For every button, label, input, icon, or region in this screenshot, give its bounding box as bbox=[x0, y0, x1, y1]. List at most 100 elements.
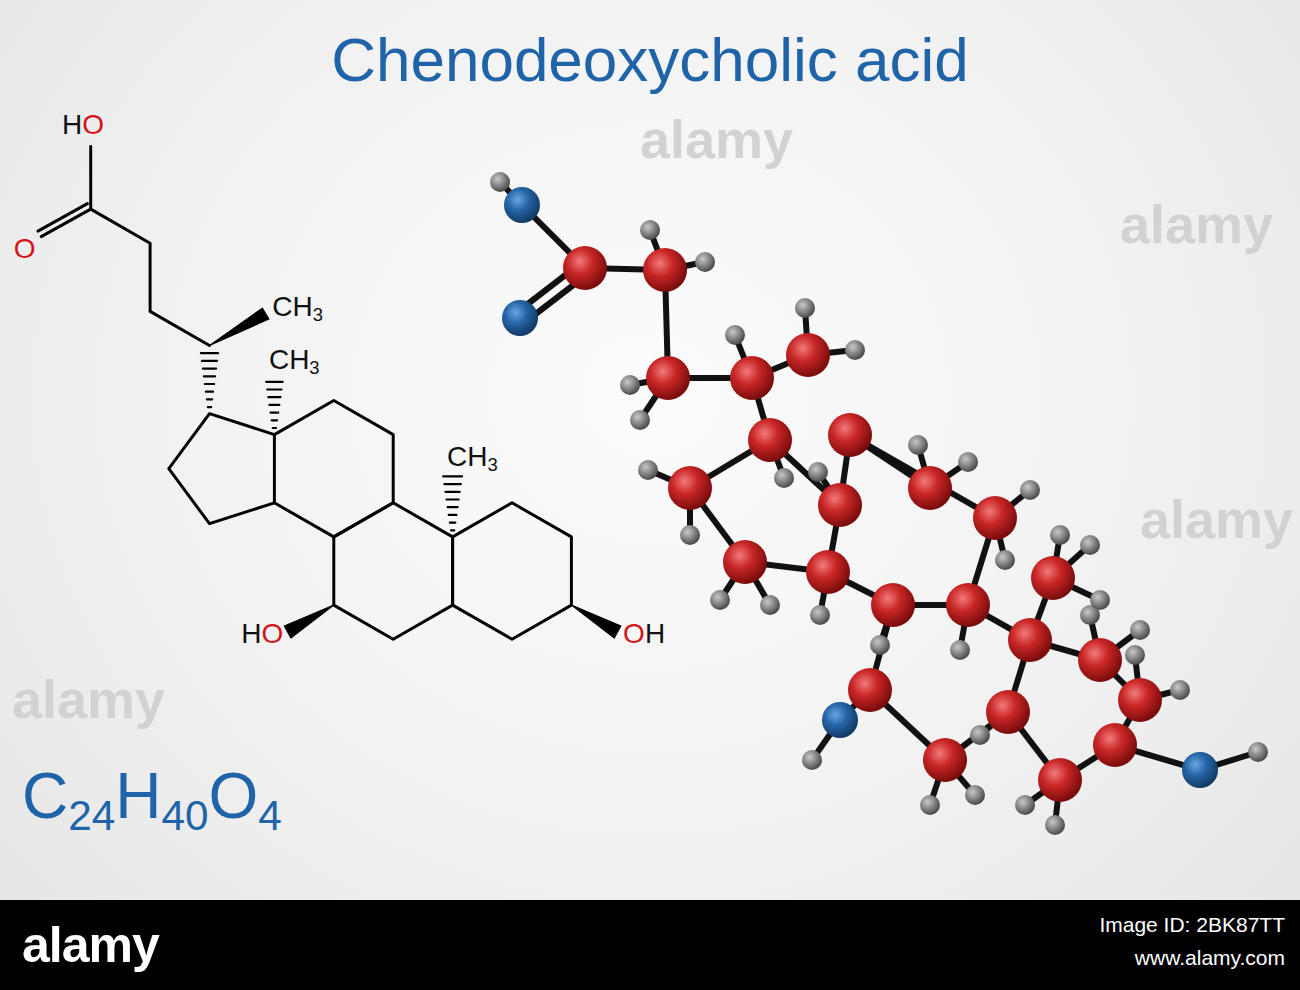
glyph: C bbox=[269, 344, 289, 375]
carbon-atom bbox=[1008, 618, 1052, 662]
bond-line bbox=[203, 368, 216, 370]
hydrogen-atom bbox=[870, 635, 890, 655]
hydrogen-atom bbox=[490, 172, 510, 192]
carbon-atom bbox=[1038, 758, 1082, 802]
bond-line bbox=[208, 406, 211, 408]
carbon-atom bbox=[871, 583, 915, 627]
glyph: H bbox=[645, 618, 665, 649]
glyph: H bbox=[115, 760, 161, 832]
hydrogen-atom bbox=[695, 252, 715, 272]
carbon-atom bbox=[828, 413, 872, 457]
bond-line bbox=[449, 514, 457, 516]
bond-line bbox=[445, 491, 459, 493]
glyph: C bbox=[447, 441, 467, 472]
hydrogen-atom bbox=[774, 468, 794, 488]
hydrogen-atom bbox=[810, 605, 830, 625]
carbon-atom bbox=[848, 668, 892, 712]
bond-line bbox=[334, 503, 453, 639]
glyph: 3 bbox=[488, 454, 498, 475]
hydrogen-atom bbox=[845, 340, 865, 360]
bond-line bbox=[204, 375, 215, 377]
bond-line bbox=[273, 427, 276, 429]
group-label: CH3 bbox=[269, 345, 320, 379]
hydrogen-atom bbox=[1170, 680, 1190, 700]
atom-label: HO bbox=[62, 110, 104, 141]
hydrogen-atom bbox=[1020, 480, 1040, 500]
carbon-atom bbox=[818, 483, 862, 527]
carbon-atom bbox=[806, 550, 850, 594]
carbon-atom bbox=[748, 418, 792, 462]
carbon-atom bbox=[563, 246, 607, 290]
carbon-atom bbox=[973, 496, 1017, 540]
glyph: 4 bbox=[161, 792, 185, 839]
hydrogen-atom bbox=[1090, 590, 1110, 610]
bond-line bbox=[201, 353, 462, 530]
carbon-atom bbox=[908, 466, 952, 510]
carbon-atom bbox=[730, 356, 774, 400]
hydrogen-atom bbox=[995, 550, 1015, 570]
glyph: H bbox=[292, 291, 312, 322]
glyph: C bbox=[22, 760, 68, 832]
hydrogen-atom bbox=[958, 452, 978, 472]
glyph: O bbox=[14, 233, 36, 264]
watermark: alamy bbox=[1140, 490, 1293, 549]
glyph: H bbox=[62, 109, 82, 140]
hydrogen-atom bbox=[725, 325, 745, 345]
bond-line bbox=[450, 522, 456, 524]
bond-line bbox=[284, 605, 334, 638]
bond-line bbox=[266, 381, 283, 383]
hydrogen-atom bbox=[908, 435, 928, 455]
group-label: CH3 bbox=[447, 442, 498, 476]
image-id: Image ID: 2BK87TT bbox=[1099, 913, 1285, 936]
group-label: CH3 bbox=[272, 292, 323, 326]
bond-line bbox=[444, 483, 461, 485]
glyph: 2 bbox=[68, 792, 92, 839]
carbon-atom bbox=[1031, 556, 1075, 600]
bond-line bbox=[451, 529, 454, 531]
glyph: O bbox=[623, 618, 645, 649]
brand-logo: alamy bbox=[22, 918, 159, 973]
glyph: 4 bbox=[258, 792, 282, 839]
hydrogen-atom bbox=[1080, 535, 1100, 555]
bond-line bbox=[274, 401, 393, 537]
glyph: 3 bbox=[313, 305, 323, 326]
title: Chenodeoxycholic acid bbox=[331, 26, 969, 94]
bond-line bbox=[38, 204, 88, 232]
bond-line bbox=[443, 475, 462, 477]
site-url: www.alamy.com bbox=[1135, 946, 1285, 969]
bond-line bbox=[206, 391, 213, 393]
bond-line bbox=[447, 498, 459, 500]
oxygen-atom bbox=[504, 187, 540, 223]
hydrogen-atom bbox=[965, 785, 985, 805]
carbon-atom bbox=[723, 540, 767, 584]
bond-line bbox=[210, 308, 621, 638]
hydrogen-atom bbox=[808, 462, 828, 482]
bond-line bbox=[207, 398, 212, 400]
carbon-atom bbox=[986, 690, 1030, 734]
glyph: H bbox=[467, 441, 487, 472]
bond-line bbox=[38, 146, 621, 639]
bond-line bbox=[91, 146, 210, 345]
hydrogen-atom bbox=[1130, 620, 1150, 640]
molecular-formula: C24H40O4 bbox=[22, 761, 282, 839]
carbon-atom bbox=[946, 583, 990, 627]
hydrogen-atom bbox=[970, 725, 990, 745]
bond-line bbox=[453, 503, 572, 639]
oxygen-atom bbox=[502, 300, 538, 336]
bond-line bbox=[271, 412, 279, 414]
watermark: alamy bbox=[12, 670, 165, 729]
bond-line bbox=[272, 419, 278, 421]
bond-line bbox=[267, 388, 281, 390]
hydrogen-atom bbox=[1248, 742, 1268, 762]
hydrogen-atom bbox=[1125, 645, 1145, 665]
bond-line bbox=[169, 414, 275, 524]
glyph: H bbox=[241, 618, 261, 649]
glyph: H bbox=[289, 344, 309, 375]
bond-line bbox=[205, 383, 214, 385]
hydrogen-atom bbox=[620, 375, 640, 395]
glyph: 3 bbox=[309, 357, 319, 378]
hydrogen-atom bbox=[950, 640, 970, 660]
model-bond bbox=[850, 435, 995, 518]
bond-line bbox=[201, 352, 218, 354]
